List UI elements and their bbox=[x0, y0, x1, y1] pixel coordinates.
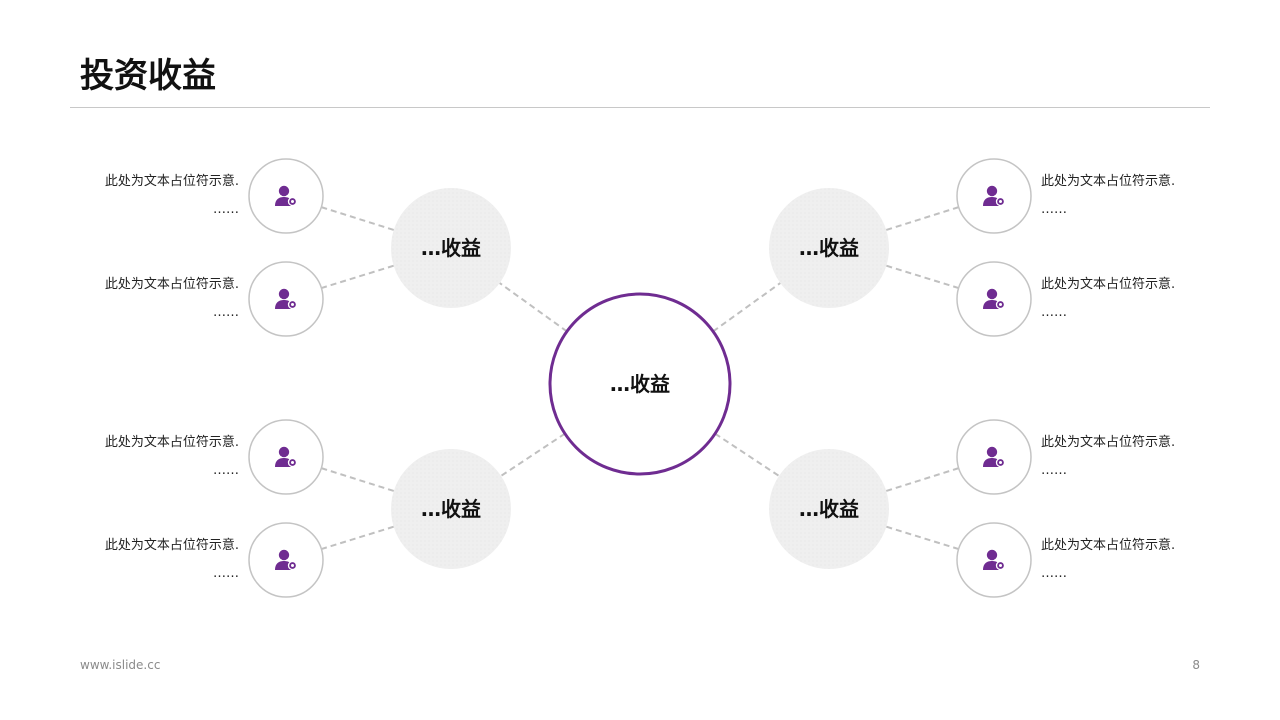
hub-leaf-connector bbox=[320, 206, 395, 231]
leaf-node-circle bbox=[248, 261, 324, 337]
user-settings-icon bbox=[272, 182, 300, 210]
user-settings-icon bbox=[272, 285, 300, 313]
user-settings-icon bbox=[272, 546, 300, 574]
leaf-text: 此处为文本占位符示意.…… bbox=[1041, 277, 1176, 320]
hub-label-bottom-left: …收益 bbox=[421, 497, 481, 521]
leaf-node-circle bbox=[248, 522, 324, 598]
leaf-text: 此处为文本占位符示意.…… bbox=[1041, 174, 1176, 217]
leaf-node-circle bbox=[248, 419, 324, 495]
user-settings-icon bbox=[980, 285, 1008, 313]
hub-node-circle bbox=[769, 449, 889, 569]
hub-leaf-connector bbox=[886, 525, 959, 551]
user-settings-icon bbox=[272, 443, 300, 471]
hub-node-circle bbox=[769, 188, 889, 308]
leaf-text: 此处为文本占位符示意.…… bbox=[104, 435, 239, 478]
center-hub-connector bbox=[499, 282, 568, 333]
title-divider bbox=[70, 107, 1210, 108]
leaf-text: 此处为文本占位符示意.…… bbox=[1041, 435, 1176, 478]
hub-leaf-connector bbox=[886, 264, 959, 290]
hub-leaf-connector bbox=[321, 264, 394, 290]
leaf-node-circle bbox=[956, 419, 1032, 495]
hub-label-top-right: …收益 bbox=[799, 236, 859, 260]
hub-label-top-left: …收益 bbox=[421, 236, 481, 260]
hub-leaf-connector bbox=[321, 525, 394, 551]
page-title: 投资收益 bbox=[80, 56, 216, 96]
hub-leaf-connector bbox=[885, 467, 960, 492]
user-settings-icon bbox=[980, 182, 1008, 210]
leaf-node-circle bbox=[956, 522, 1032, 598]
leaf-node-circle bbox=[956, 158, 1032, 234]
footer-url: www.islide.cc bbox=[80, 658, 161, 672]
hub-node-circle bbox=[391, 188, 511, 308]
leaf-node-circle bbox=[248, 158, 324, 234]
leaf-text: 此处为文本占位符示意.…… bbox=[1041, 538, 1176, 581]
center-node-label: …收益 bbox=[610, 372, 670, 396]
leaf-text: 此处为文本占位符示意.…… bbox=[104, 277, 239, 320]
leaf-text: 此处为文本占位符示意.…… bbox=[104, 538, 239, 581]
hub-leaf-connector bbox=[320, 467, 395, 492]
leaf-text: 此处为文本占位符示意.…… bbox=[104, 174, 239, 217]
leaf-node-circle bbox=[956, 261, 1032, 337]
hub-node-circle bbox=[391, 449, 511, 569]
center-node-circle bbox=[548, 292, 732, 476]
center-hub-connector bbox=[712, 282, 781, 333]
page-number: 8 bbox=[1192, 658, 1200, 672]
center-hub-connector bbox=[500, 432, 566, 477]
hub-leaf-connector bbox=[885, 206, 960, 231]
center-hub-connector bbox=[714, 432, 780, 477]
user-settings-icon bbox=[980, 546, 1008, 574]
hub-label-bottom-right: …收益 bbox=[799, 497, 859, 521]
user-settings-icon bbox=[980, 443, 1008, 471]
